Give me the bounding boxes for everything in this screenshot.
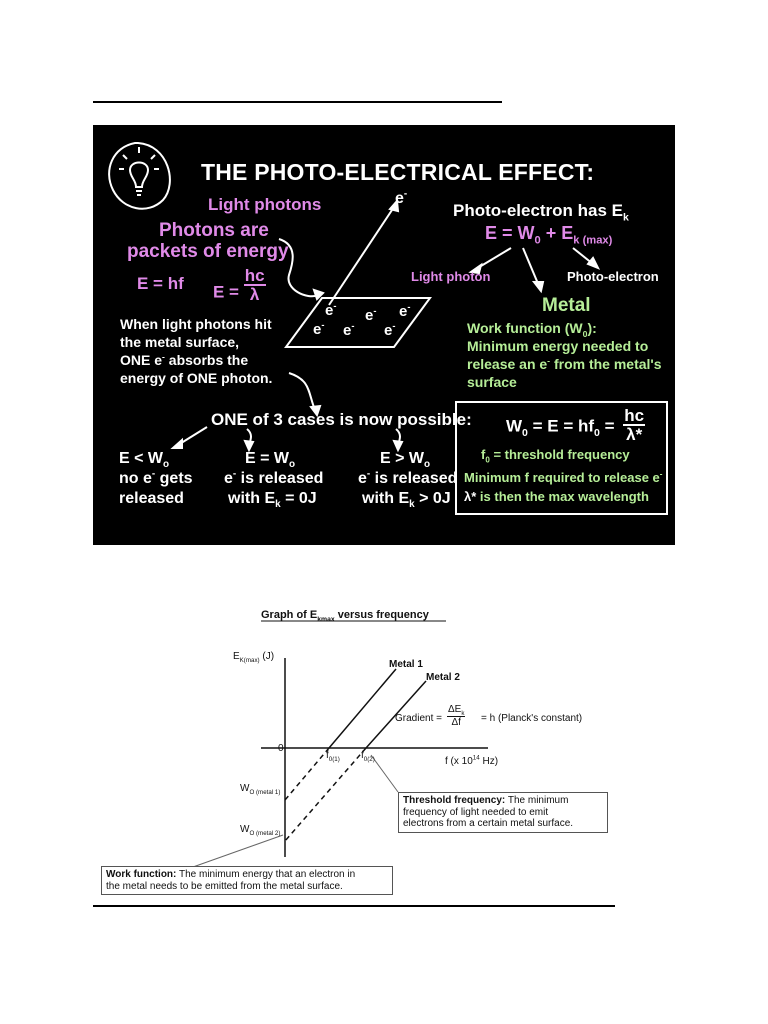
work-function-line1: Minimum energy needed to bbox=[467, 338, 649, 354]
eq-e-hf: E = hf bbox=[137, 274, 184, 293]
photo-electron-has-ek: Photo-electron has Ek bbox=[453, 201, 629, 224]
threshold-note: Threshold frequency: The minimum frequen… bbox=[398, 792, 608, 833]
plate-electron-3: e- bbox=[399, 302, 411, 320]
metal2-label: Metal 2 bbox=[426, 672, 460, 683]
energy-equation: E = W0 + Ek (max) bbox=[485, 223, 613, 247]
gradient-planck: = h (Planck's constant) bbox=[481, 713, 583, 724]
plate-electron-6: e- bbox=[384, 321, 396, 339]
metal2-extrapolation bbox=[284, 747, 367, 842]
photons-are-line1: Photons are bbox=[159, 220, 269, 241]
bottom-divider bbox=[93, 905, 615, 907]
photoelectric-slide: THE PHOTO-ELECTRICAL EFFECT: Light photo… bbox=[93, 125, 675, 545]
metal1-extrapolation bbox=[284, 747, 330, 801]
wo-metal1-label: WO (metal 1) bbox=[240, 783, 281, 796]
case2-line2: e- is released bbox=[224, 468, 324, 487]
slide-title: THE PHOTO-ELECTRICAL EFFECT: bbox=[201, 159, 595, 185]
x-axis-label: f (x 1014 Hz) bbox=[445, 754, 499, 767]
plate-electron-2: e- bbox=[365, 306, 377, 324]
case3-line3: with Ek > 0J bbox=[362, 490, 451, 511]
wo-metal2-label: WO (metal 2) bbox=[240, 824, 281, 837]
metal2-line bbox=[365, 680, 427, 749]
case2-line3: with Ek = 0J bbox=[228, 490, 317, 511]
threshold-box-frame bbox=[455, 401, 668, 515]
ejection-arrow bbox=[328, 198, 400, 306]
plate-electron-1: e- bbox=[325, 301, 337, 319]
metal-label: Metal bbox=[542, 295, 591, 316]
graph-title: Graph of Ekmax versus frequency bbox=[261, 609, 429, 624]
f0-threshold-frequency: f0 = threshold frequency bbox=[481, 447, 630, 465]
eq-e-hc-lambda: E = hc λ bbox=[213, 266, 266, 304]
plate-electron-5: e- bbox=[343, 321, 355, 339]
when-light-line4: energy of ONE photon. bbox=[120, 370, 273, 386]
slide-drawings bbox=[108, 142, 668, 515]
case3-line1: E > Wo bbox=[380, 450, 431, 471]
metal1-line bbox=[328, 668, 397, 749]
graph-drawing bbox=[192, 620, 488, 868]
when-light-line2: the metal surface, bbox=[120, 334, 240, 350]
work-function-leader bbox=[192, 834, 284, 868]
photo-electron-label: Photo-electron bbox=[567, 269, 659, 284]
case1-line2: no e- gets bbox=[119, 468, 193, 487]
plate-electron-4: e- bbox=[313, 320, 325, 338]
ekmax-frequency-graph: Graph of Ekmax versus frequency EK(max) … bbox=[93, 605, 623, 905]
work-function-line3: surface bbox=[467, 374, 517, 390]
split-arrows bbox=[468, 247, 601, 294]
case-arrows bbox=[170, 426, 404, 453]
ejected-electron: e- bbox=[395, 188, 408, 207]
lightbulb-icon bbox=[108, 142, 171, 210]
top-divider bbox=[93, 101, 502, 103]
work-function-line2: release an e- from the metal's bbox=[467, 355, 662, 372]
work-function-note: Work function: The minimum energy that a… bbox=[101, 866, 393, 895]
case1-line1: E < Wo bbox=[119, 450, 170, 471]
origin-zero: 0 bbox=[278, 743, 284, 754]
threshold-leader bbox=[370, 754, 399, 793]
case3-line2: e- is released bbox=[358, 468, 458, 487]
metal1-label: Metal 1 bbox=[389, 659, 423, 670]
when-light-line3: ONE e- absorbs the bbox=[120, 351, 249, 368]
photon-arrow bbox=[278, 238, 325, 301]
y-axis-label: EK(max) (J) bbox=[233, 651, 275, 664]
case1-line3: released bbox=[119, 490, 184, 507]
photons-are-line2: packets of energy bbox=[127, 241, 289, 262]
cases-arrow bbox=[288, 372, 322, 418]
minimum-f-text: Minimum f required to release e- bbox=[464, 469, 663, 485]
lambda-max-text: λ* is then the max wavelength bbox=[464, 489, 649, 504]
when-light-line1: When light photons hit bbox=[120, 316, 272, 332]
work-function-title: Work function (W0): bbox=[467, 320, 597, 339]
gradient-label: Gradient = bbox=[395, 713, 442, 724]
case2-line1: E = Wo bbox=[245, 450, 296, 471]
gradient-fraction: ΔEk Δf bbox=[447, 704, 466, 728]
metal-plate bbox=[284, 297, 432, 348]
threshold-equation: W0 = E = hf0 = hc λ* bbox=[506, 406, 646, 444]
light-photon-label: Light photon bbox=[411, 269, 491, 284]
f02-label: f0(2) bbox=[361, 750, 375, 763]
cases-title: ONE of 3 cases is now possible: bbox=[211, 410, 472, 429]
light-photons-label: Light photons bbox=[208, 195, 322, 214]
f01-label: f0(1) bbox=[326, 750, 340, 763]
